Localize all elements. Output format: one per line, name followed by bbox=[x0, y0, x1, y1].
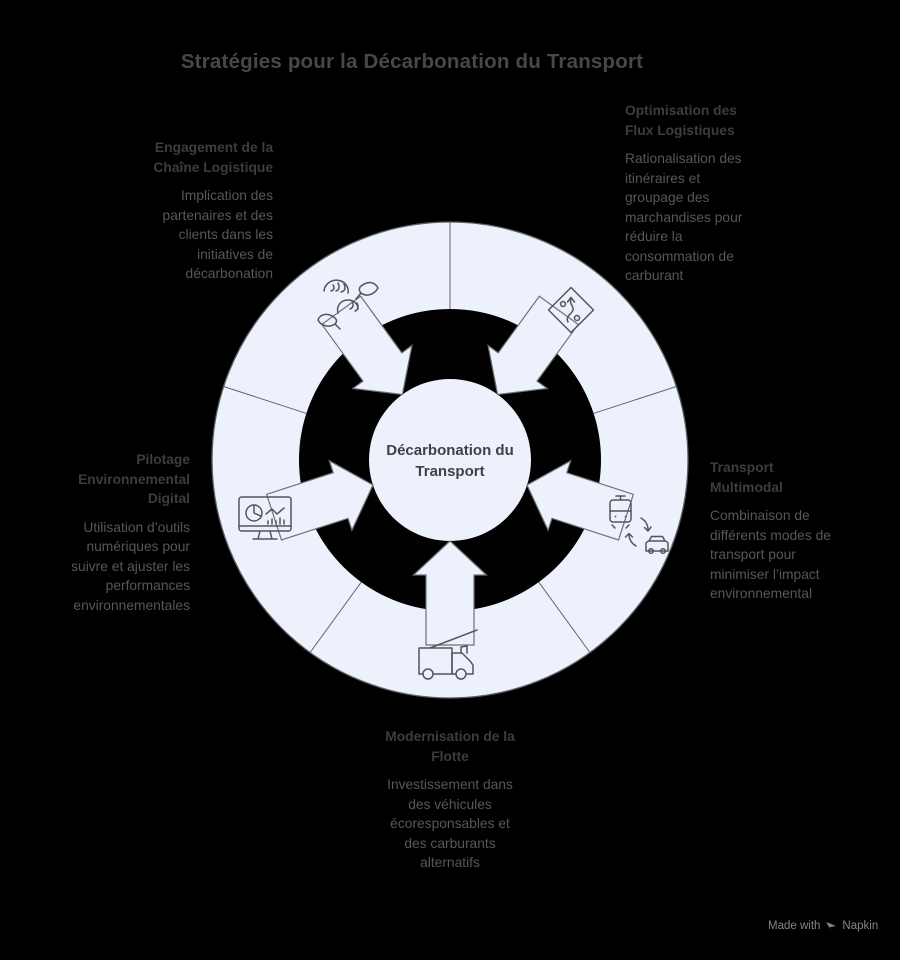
route-sign-icon bbox=[547, 286, 595, 334]
segment-label-optimisation-flux-logistiques: Optimisation des Flux Logistiques Ration… bbox=[625, 101, 742, 286]
segment-body: Rationalisation des itinéraires et group… bbox=[625, 151, 743, 283]
segment-body: Implication des partenaires et des clien… bbox=[162, 188, 273, 281]
electric-truck-icon bbox=[418, 629, 478, 680]
diagram-title: Stratégies pour la Décarbonation du Tran… bbox=[180, 50, 644, 73]
made-with-text: Made with bbox=[768, 920, 821, 932]
segment-label-pilotage-environnemental-digital: Pilotage Environnemental Digital Utilisa… bbox=[71, 450, 190, 615]
segment-heading: Optimisation des Flux Logistiques bbox=[625, 103, 737, 138]
segment-heading: Transport Multimodal bbox=[710, 460, 783, 495]
segment-heading: Engagement de la Chaîne Logistique bbox=[153, 140, 273, 175]
hands-leaves-icon bbox=[317, 279, 379, 330]
segment-heading: Modernisation de la Flotte bbox=[385, 729, 515, 764]
wheel-center-label: Décarbonation du Transport bbox=[386, 442, 514, 480]
segment-heading: Pilotage Environnemental Digital bbox=[78, 452, 190, 506]
napkin-brand-text: Napkin bbox=[842, 920, 879, 932]
segment-label-modernisation-flotte: Modernisation de la Flotte Investissemen… bbox=[340, 727, 560, 873]
segment-body: Combinaison de différents modes de trans… bbox=[710, 508, 831, 601]
segment-body: Investissement dans des véhicules écores… bbox=[387, 777, 513, 870]
segment-label-transport-multimodal: Transport Multimodal Combinaison de diff… bbox=[710, 458, 831, 604]
napkin-logo-icon bbox=[826, 922, 837, 931]
dashboard-monitor-icon bbox=[238, 496, 292, 540]
napkin-attribution[interactable]: Made with Napkin bbox=[768, 920, 878, 932]
segment-body: Utilisation d’outils numériques pour sui… bbox=[71, 519, 190, 613]
tram-car-icon bbox=[609, 495, 669, 555]
sector-divider-lines bbox=[223, 222, 677, 653]
segment-label-engagement-chaine-logistique: Engagement de la Chaîne Logistique Impli… bbox=[153, 138, 273, 284]
strategy-wheel bbox=[211, 221, 689, 699]
